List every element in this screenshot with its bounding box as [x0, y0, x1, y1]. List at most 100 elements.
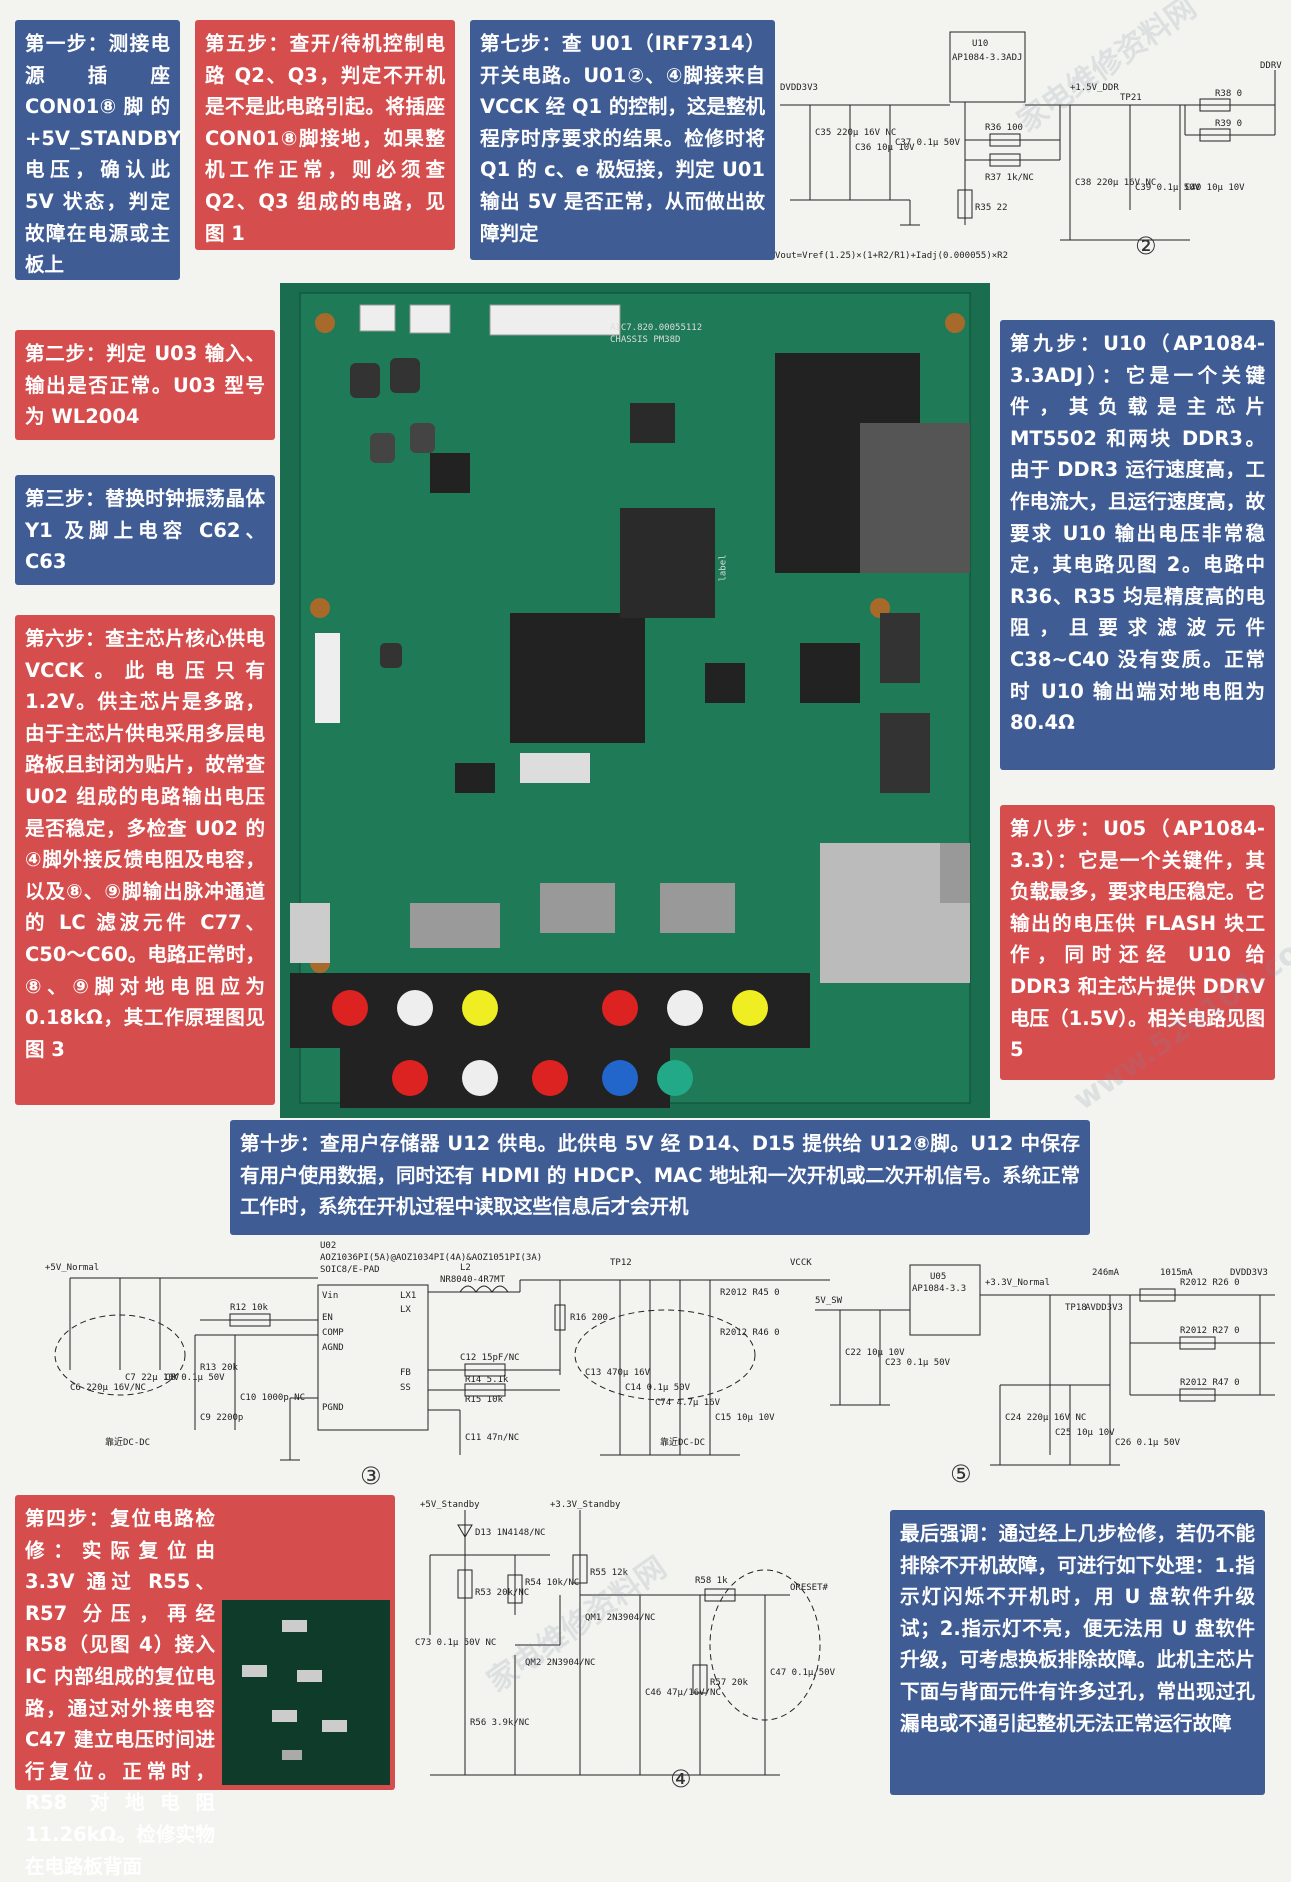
board-silk-1: AIC7.820.00055112 [610, 323, 703, 333]
fig5-c25: C25 10μ 10V [1055, 1428, 1115, 1438]
fig2-r36: R36 100 [985, 123, 1023, 133]
fig3-r45: R2012 R45 0 [720, 1288, 780, 1298]
fig4-c46: C46 47μ/16V/NC [645, 1688, 721, 1698]
fig3-c11: C11 47n/NC [465, 1433, 519, 1443]
fig3-c8: C8 0.1μ 50V [165, 1373, 225, 1383]
fig2-r37: R37 1k/NC [985, 173, 1034, 183]
fig3-near2: 靠近DC-DC [660, 1436, 705, 1448]
step10-box: 第十步：查用户存储器 U12 供电。此供电 5V 经 D14、D15 提供给 U… [230, 1120, 1090, 1235]
fig3-pin-agnd: AGND [322, 1343, 344, 1353]
reset-circuit-photo [222, 1600, 390, 1785]
fig3-pin-lx1: LX1 [400, 1291, 416, 1301]
fig4-r57: R57 20k [710, 1678, 749, 1688]
fig3-pkg: SOIC8/E-PAD [320, 1265, 380, 1275]
step3-box: 第三步：替换时钟振荡晶体 Y1 及脚上电容 C62、C63 [15, 475, 275, 585]
board-illustration [280, 283, 990, 1118]
fig2-r39: R39 0 [1215, 119, 1242, 129]
fig3-c10: C10 1000p NC [240, 1393, 305, 1403]
fig2-v15: +1.5V_DDR [1070, 83, 1119, 93]
reset-photo-illustration [242, 1620, 347, 1760]
board-silk-2: CHASSIS PM38D [610, 335, 681, 345]
figure-5-circuit: U05 AP1084-3.3 5V_SW +3.3V_Normal TP18 A… [815, 1264, 1275, 1466]
schematic-figure-3: U02 AOZ1036PI(5A)@AOZ1034PI(4A)&AOZ1051P… [40, 1240, 840, 1490]
fig3-pin-en: EN [322, 1313, 333, 1323]
fig4-ores: ORESET# [790, 1583, 829, 1593]
fig5-u05-part: AP1084-3.3 [912, 1284, 966, 1294]
fig3-pin-ss: SS [400, 1383, 411, 1393]
figure-4-number: ④ [670, 1765, 692, 1793]
fig5-i2: 1015mA [1160, 1268, 1193, 1278]
fig3-c15: C15 10μ 10V [715, 1413, 775, 1423]
fig3-pin-comp: COMP [322, 1328, 344, 1338]
fig2-dvdd: DVDD3V3 [780, 83, 818, 93]
fig3-c74: C74 4.7μ 16V [655, 1398, 721, 1408]
schematic-figure-4: +5V_Standby +3.3V_Standby D13 1N4148/NC … [410, 1495, 885, 1795]
fig2-c38: C38 220μ 16V NC [1075, 178, 1156, 188]
final-note-box: 最后强调：通过经上几步检修，若仍不能排除不开机故障，可进行如下处理：1.指示灯闪… [890, 1510, 1265, 1795]
fig3-c13: C13 470μ 16V [585, 1368, 651, 1378]
fig3-v5: +5V_Normal [45, 1263, 99, 1273]
fig3-r16: R16 200 [570, 1313, 608, 1323]
figure-3-circuit: U02 AOZ1036PI(5A)@AOZ1034PI(4A)&AOZ1051P… [45, 1241, 830, 1461]
fig3-pin-lx: LX [400, 1305, 411, 1315]
fig5-dvdd: DVDD3V3 [1230, 1268, 1268, 1278]
fig3-c6: C6 220μ 16V/NC [70, 1383, 146, 1393]
fig4-r58: R58 1k [695, 1576, 728, 1586]
fig3-c12: C12 15pF/NC [460, 1353, 520, 1363]
fig3-c14: C14 0.1μ 50V [625, 1383, 691, 1393]
fig3-pin-vin: Vin [322, 1291, 338, 1301]
schematic-figure-5: U05 AP1084-3.3 5V_SW +3.3V_Normal TP18 A… [810, 1255, 1285, 1495]
step9-box: 第九步：U10（AP1084-3.3ADJ）：它是一个关键件，其负载是主芯片 M… [1000, 320, 1275, 770]
fig2-c36: C36 10μ 10V [855, 143, 915, 153]
figure-5-number: ⑤ [950, 1460, 972, 1488]
fig4-r54: R54 10k/NC [525, 1578, 579, 1588]
fig4-c73: C73 0.1μ 50V NC [415, 1638, 496, 1648]
fig3-tp12: TP12 [610, 1258, 632, 1268]
fig2-r35: R35 22 [975, 203, 1008, 213]
fig4-d13: D13 1N4148/NC [475, 1528, 545, 1538]
fig5-r47: R2012 R47 0 [1180, 1378, 1240, 1388]
fig5-u05: U05 [930, 1272, 946, 1282]
fig2-tp21: TP21 [1120, 93, 1142, 103]
fig2-c40: C40 10μ 10V [1185, 183, 1245, 193]
fig5-c23: C23 0.1μ 50V [885, 1358, 951, 1368]
figure-2-number: ② [1135, 232, 1157, 260]
fig3-l2v: NR8040-4R7MT [440, 1275, 506, 1285]
figure-2-circuit: U10 AP1084-3.3ADJ DVDD3V3 +1.5V_DDR DDRV… [775, 31, 1282, 261]
fig3-r15: R15 10k [465, 1395, 504, 1405]
fig2-formula: Vout=Vref(1.25)×(1+R2/R1)+Iadj(0.000055)… [775, 251, 1008, 261]
fig4-r53: R53 20k/NC [475, 1588, 529, 1598]
fig2-u10: U10 [972, 39, 988, 49]
step8-box: 第八步：U05（AP1084-3.3）：它是一个关键件，其负载最多，要求电压稳定… [1000, 805, 1275, 1080]
fig3-near1: 靠近DC-DC [105, 1436, 150, 1448]
schematic-figure-2: U10 AP1084-3.3ADJ DVDD3V3 +1.5V_DDR DDRV… [770, 10, 1285, 265]
fig5-v5sw: 5V_SW [815, 1296, 843, 1306]
fig4-r55: R55 12k [590, 1568, 629, 1578]
fig3-c7: C7 22μ 10V [125, 1373, 180, 1383]
fig5-r26: R2012 R26 0 [1180, 1278, 1240, 1288]
fig4-qm1: QM1 2N3904/NC [585, 1613, 655, 1623]
fig3-r14: R14 5.1k [465, 1375, 509, 1385]
figure-3-number: ③ [360, 1462, 382, 1490]
figure-4-circuit: +5V_Standby +3.3V_Standby D13 1N4148/NC … [415, 1500, 836, 1776]
fig2-c39: C39 0.1μ 50V [1135, 183, 1201, 193]
step1-box: 第一步：测接电源插座 CON01⑧ 脚 的 +5V_STANDBY 电压，确认此… [15, 20, 181, 280]
fig4-qm2: QM2 2N3904/NC [525, 1658, 595, 1668]
fig3-r13: R13 20k [200, 1363, 239, 1373]
fig5-c24: C24 220μ 16V NC [1005, 1413, 1086, 1423]
fig2-r38: R38 0 [1215, 89, 1242, 99]
fig2-c35: C35 220μ 16V NC [815, 128, 896, 138]
step5-box: 第五步：查开/待机控制电路 Q2、Q3，判定不开机是不是此电路引起。将插座 CO… [195, 20, 455, 250]
fig5-i1: 246mA [1092, 1268, 1120, 1278]
fig4-v5s: +5V_Standby [420, 1500, 480, 1510]
fig5-v33n: +3.3V_Normal [985, 1278, 1050, 1288]
step2-box: 第二步：判定 U03 输入、输出是否正常。U03 型号为 WL2004 [15, 330, 275, 440]
fig5-avdd: AVDD3V3 [1085, 1303, 1123, 1313]
fig4-c47: C47 0.1μ/50V [770, 1668, 836, 1678]
mainboard-photo: AIC7.820.00055112 CHASSIS PM38D label [280, 283, 990, 1118]
fig5-tp18: TP18 [1065, 1303, 1087, 1313]
step6-box: 第六步：查主芯片核心供电 VCCK。此电压只有 1.2V。供主芯片是多路，由于主… [15, 615, 275, 1105]
fig5-c26: C26 0.1μ 50V [1115, 1438, 1181, 1448]
fig3-c9: C9 2200p [200, 1413, 243, 1423]
fig3-u02-desc: AOZ1036PI(5A)@AOZ1034PI(4A)&AOZ1051PI(3A… [320, 1253, 542, 1263]
